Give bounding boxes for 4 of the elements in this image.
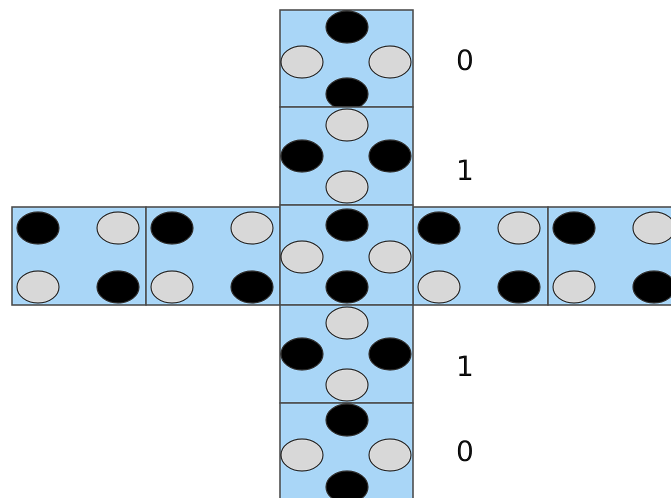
bit-label: 1 (456, 155, 474, 187)
bit-label: 0 (456, 436, 474, 468)
bit-label: 1 (456, 351, 474, 383)
bit-label: 0 (456, 45, 474, 77)
